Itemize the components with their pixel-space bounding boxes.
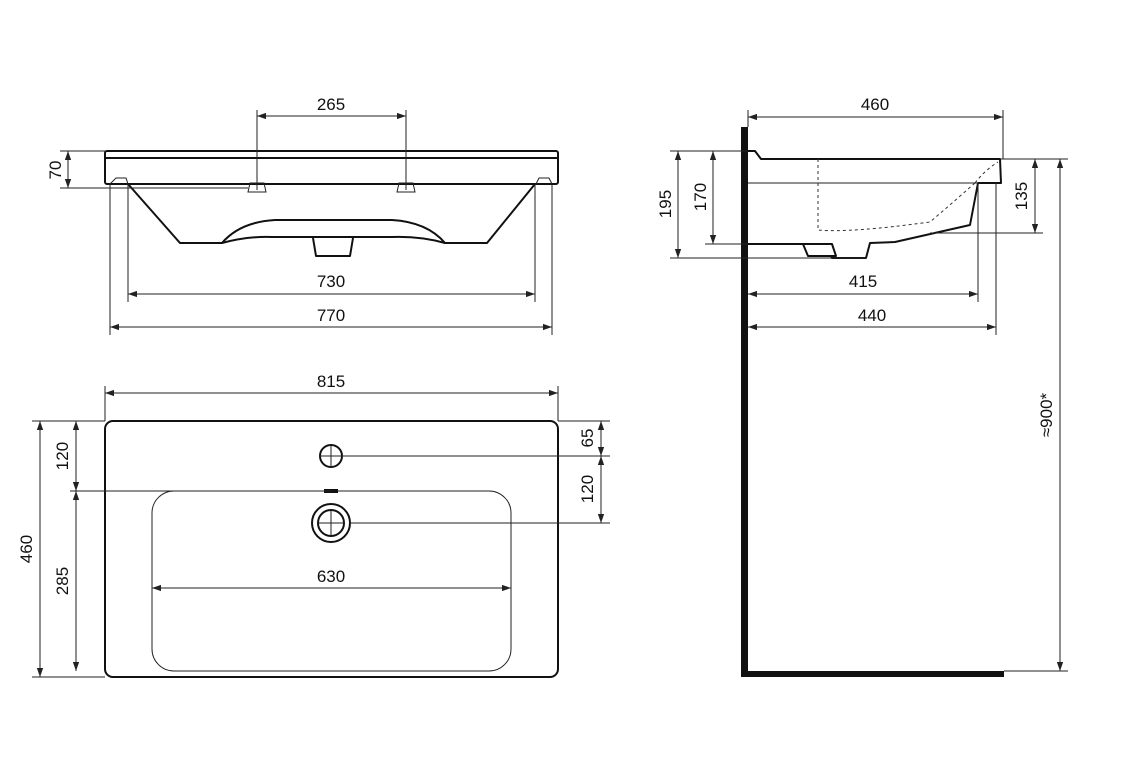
front-rim bbox=[104, 150, 559, 185]
wall bbox=[741, 127, 748, 677]
dim-inner-depth: 415 bbox=[849, 272, 877, 291]
dim-tap-to-drain: 120 bbox=[578, 475, 597, 503]
front-tap-hole-left bbox=[247, 182, 267, 193]
dim-top-overall-depth: 460 bbox=[17, 535, 36, 563]
dim-side-overall-depth: 460 bbox=[861, 95, 889, 114]
dim-mount-height: ≈900* bbox=[1037, 392, 1056, 437]
dim-front-height: 135 bbox=[1012, 182, 1031, 210]
front-view: 265 70 730 770 bbox=[46, 95, 559, 335]
dim-inner-width: 730 bbox=[317, 272, 345, 291]
top-view: 815 460 120 285 65 120 630 bbox=[17, 372, 610, 678]
dim-bowl-width: 630 bbox=[317, 567, 345, 586]
front-basin-body bbox=[127, 183, 536, 244]
top-outline bbox=[104, 420, 559, 678]
floor bbox=[741, 671, 1004, 677]
dim-rim-height: 70 bbox=[46, 161, 65, 180]
side-basin-profile bbox=[747, 150, 1002, 259]
front-drain bbox=[312, 237, 354, 257]
dim-total-height: 195 bbox=[656, 190, 675, 218]
front-tap-hole-right bbox=[396, 182, 416, 193]
dim-rim-depth-to-bowl: 120 bbox=[53, 442, 72, 470]
dim-base-depth: 440 bbox=[858, 306, 886, 325]
drain-icon bbox=[311, 503, 351, 543]
dim-tap-offset-top: 65 bbox=[578, 429, 597, 448]
dim-bowl-depth: 285 bbox=[53, 567, 72, 595]
tap-hole-icon bbox=[319, 444, 343, 468]
dim-basin-height: 170 bbox=[691, 183, 710, 211]
side-view: 460 195 170 135 415 440 ≈900* bbox=[656, 95, 1068, 677]
dim-top-overall-width: 815 bbox=[317, 372, 345, 391]
dim-overall-width-base: 770 bbox=[317, 306, 345, 325]
dim-hole-spacing: 265 bbox=[317, 95, 345, 114]
